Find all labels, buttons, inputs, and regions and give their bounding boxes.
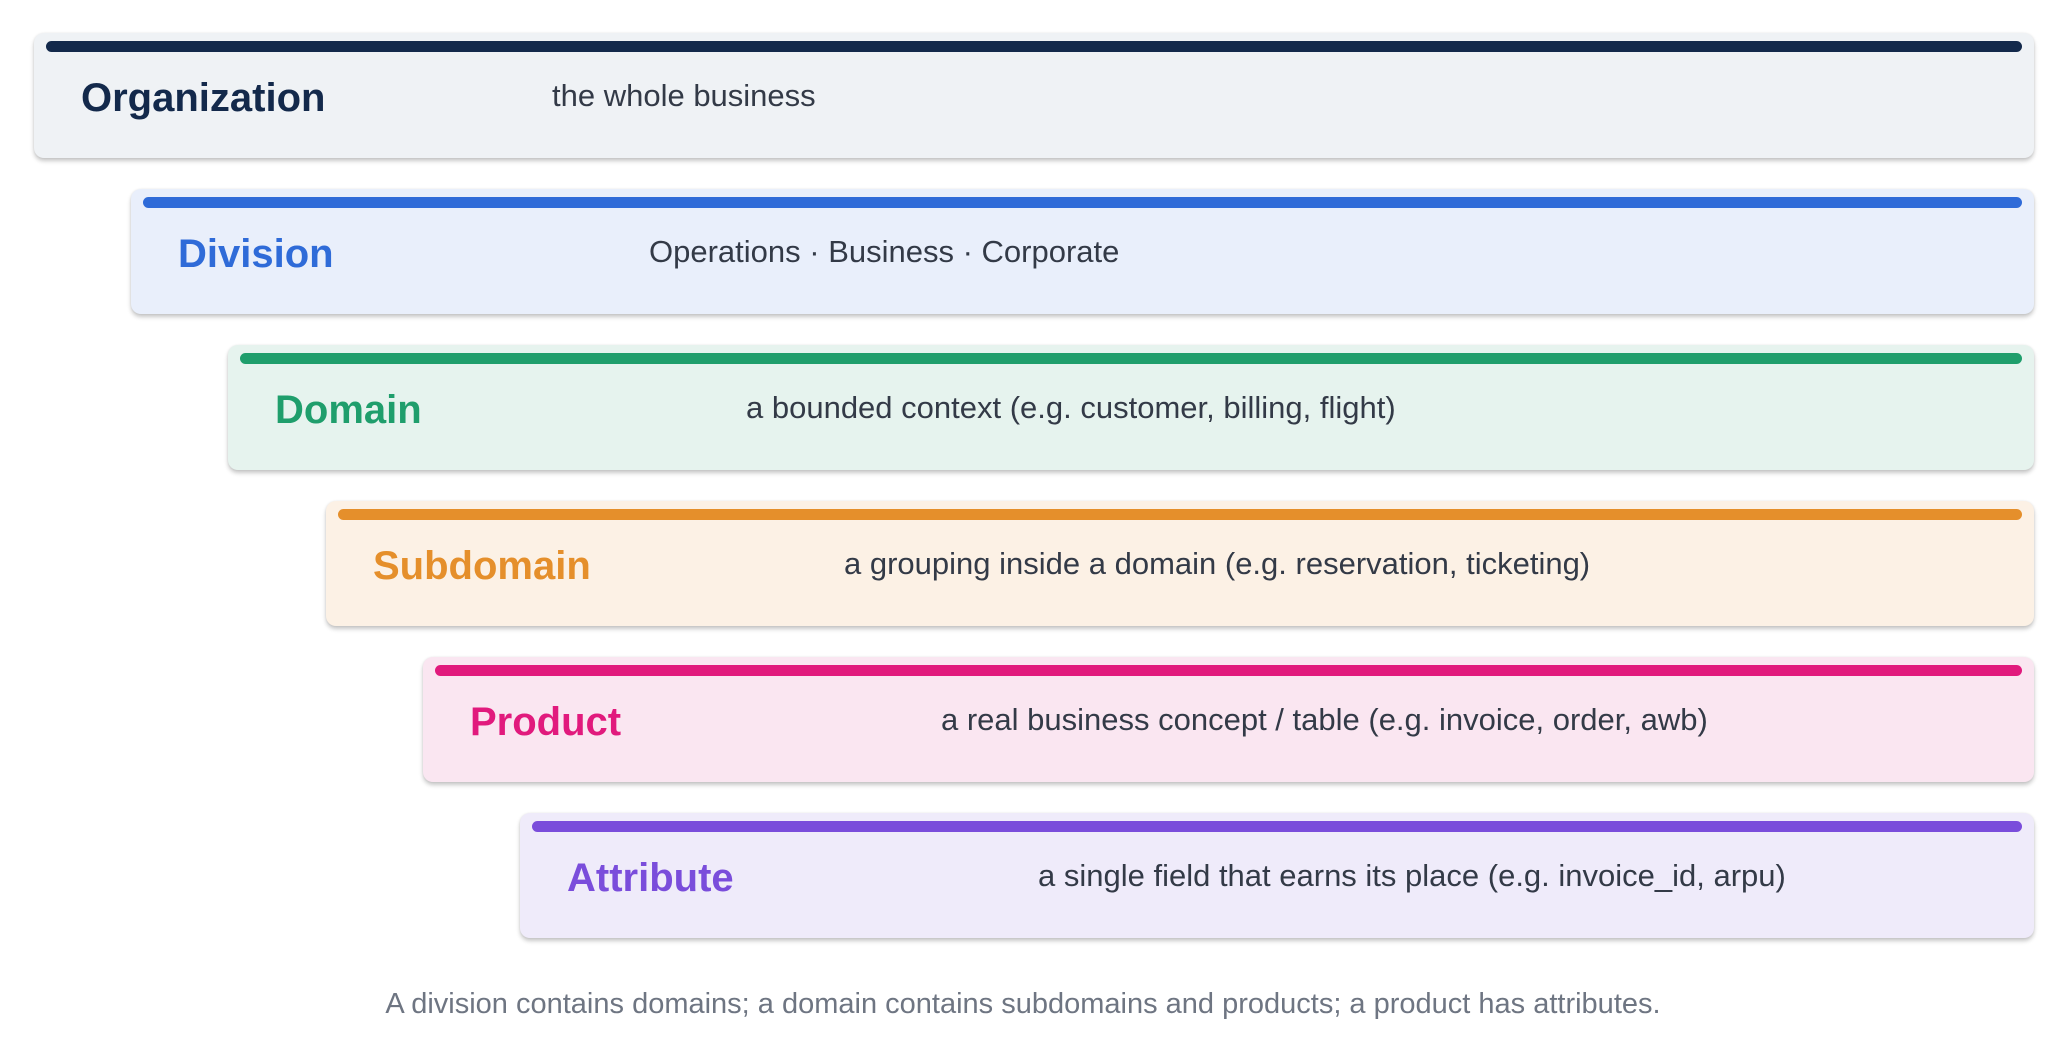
level-attribute-description: a single field that earns its place (e.g… [1038, 858, 1786, 893]
level-division-bar [143, 197, 2022, 208]
level-product-name: Product [470, 700, 622, 744]
level-product-description: a real business concept / table (e.g. in… [941, 702, 1708, 737]
level-division-name: Division [178, 232, 334, 276]
level-attribute-name: Attribute [567, 856, 734, 900]
level-organization-name: Organization [81, 76, 326, 120]
diagram-caption: A division contains domains; a domain co… [385, 988, 1661, 1020]
level-attribute: Attribute a single field that earns its … [520, 813, 2034, 938]
level-domain-bar [240, 353, 2022, 364]
level-organization-bar [46, 41, 2022, 52]
level-subdomain-description: a grouping inside a domain (e.g. reserva… [844, 546, 1591, 581]
level-subdomain: Subdomain a grouping inside a domain (e.… [326, 501, 2034, 626]
level-product: Product a real business concept / table … [423, 657, 2034, 782]
level-product-bar [435, 665, 2022, 676]
level-subdomain-name: Subdomain [373, 544, 591, 588]
level-subdomain-bar [338, 509, 2022, 520]
level-organization-description: the whole business [552, 78, 816, 113]
level-domain-description: a bounded context (e.g. customer, billin… [746, 390, 1396, 425]
level-domain-name: Domain [275, 388, 422, 432]
level-division: Division Operations · Business · Corpora… [131, 189, 2034, 314]
level-domain: Domain a bounded context (e.g. customer,… [228, 345, 2034, 470]
level-organization: Organization the whole business [34, 33, 2034, 158]
level-attribute-bar [532, 821, 2022, 832]
level-division-description: Operations · Business · Corporate [649, 234, 1120, 269]
